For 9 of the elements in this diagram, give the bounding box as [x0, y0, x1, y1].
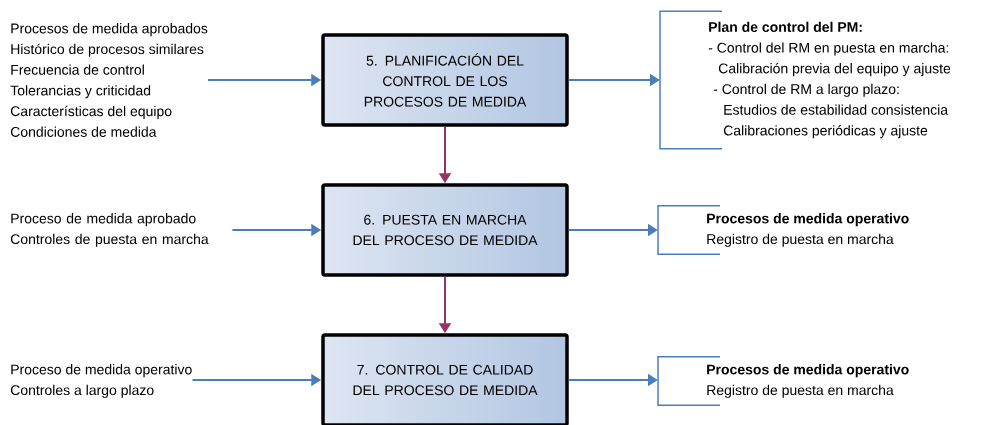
input-text: Procesos de medida aprobados Histórico de procesos similares Frecuencia de control Tolerancias y criticidad Características del equipo Condiciones de medida: [10, 23, 208, 137]
output-bracket: Procesos de medida operativo Registro de puesta en marcha: [657, 205, 909, 255]
process-box: 5. PLANIFICACIÓN DEL CONTROL DE LOS PROCESOS DE MEDIDA: [321, 33, 569, 127]
input-text: Proceso de medida aprobado Controles de puesta en marcha: [10, 213, 209, 247]
process-box: 7. CONTROL DE CALIDAD DEL PROCESO DE MEDIDA: [321, 333, 569, 425]
process-box: 6. PUESTA EN MARCHA DEL PROCESO DE MEDIDA: [321, 183, 569, 277]
output-bracket: Plan de control del PM: - Control del RM en puesta en marcha: Calibración previa del equipo y ajuste - Control de RM a largo plazo: Estudios de estabilidad consistencia Calibraciones periódicas y ajuste: [659, 10, 951, 150]
output-bracket: Procesos de medida operativo Registro de puesta en marcha: [657, 356, 909, 406]
input-text: Proceso de medida operativo Controles a largo plazo: [10, 364, 192, 398]
